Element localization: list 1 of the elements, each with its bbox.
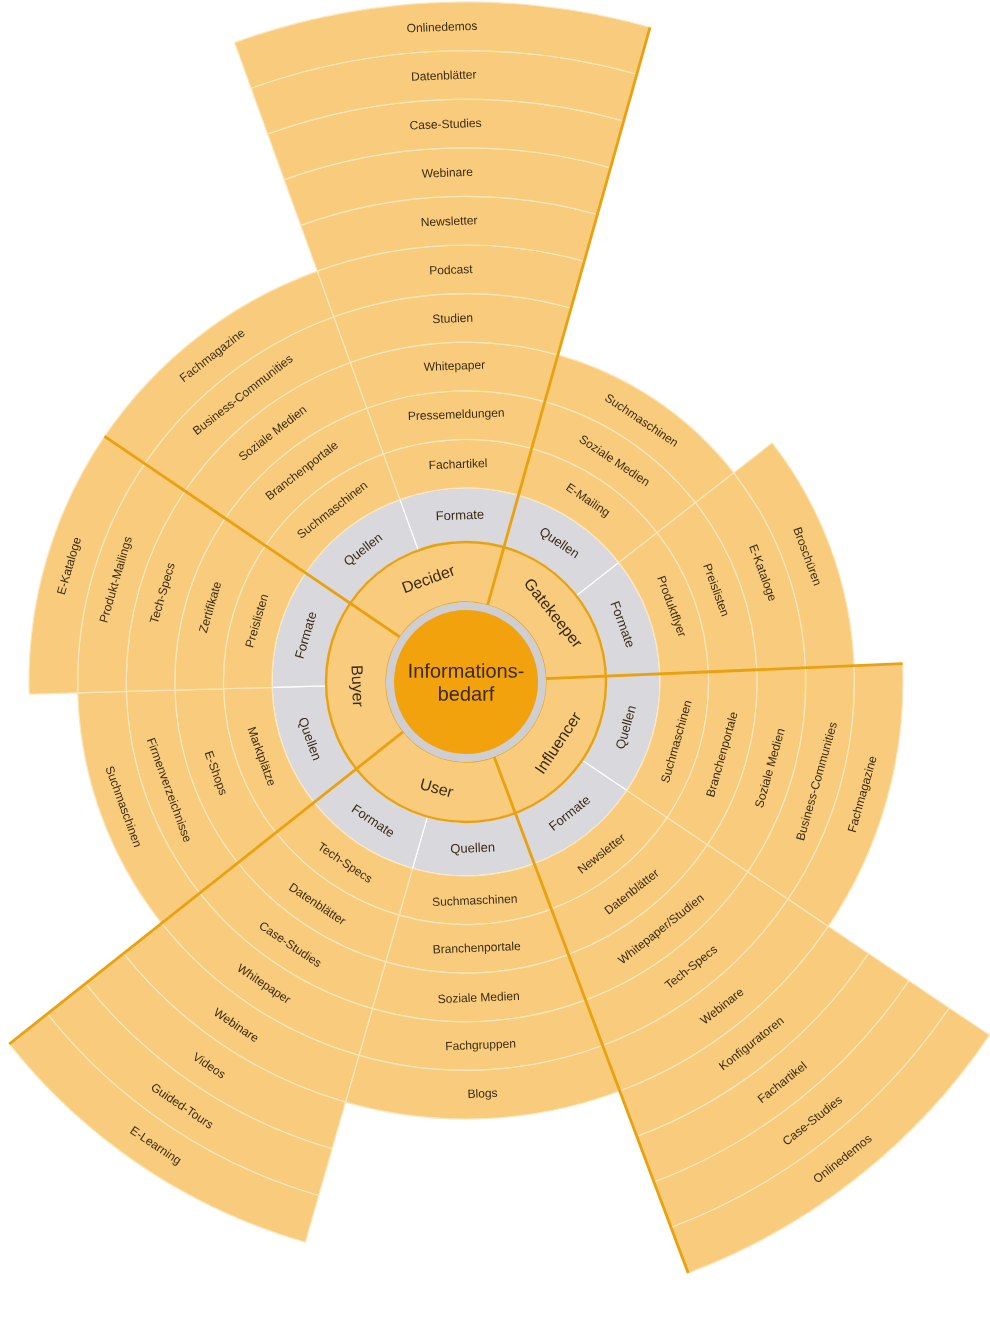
role-segment: Buyer [325,602,404,770]
